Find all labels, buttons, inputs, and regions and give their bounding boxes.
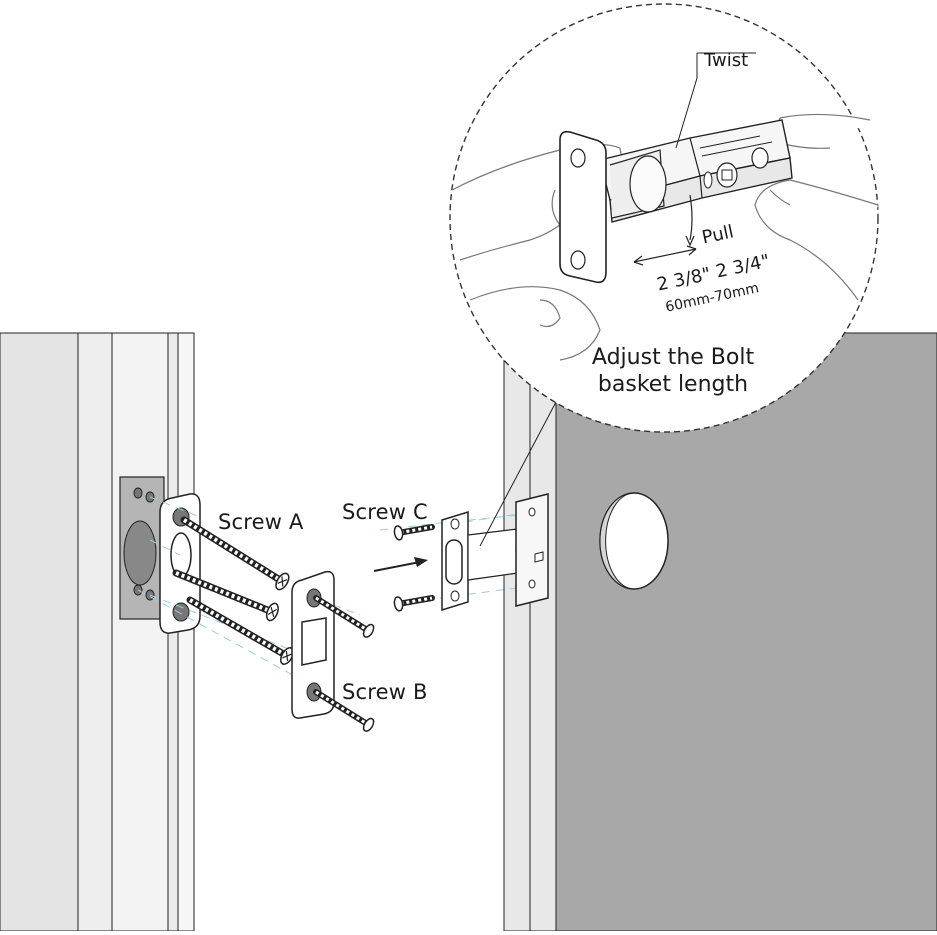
zoom-leader-line xyxy=(479,401,557,547)
screw-b-group xyxy=(313,595,375,732)
zoom-caption: Adjust the Bolt basket length xyxy=(584,344,762,398)
twist-label: Twist xyxy=(704,50,749,71)
zoom-face-plate xyxy=(559,130,607,284)
door-face xyxy=(555,332,937,932)
face-plate xyxy=(291,570,335,719)
insert-arrow xyxy=(373,557,428,572)
latch-body xyxy=(599,119,793,223)
zoom-caption-line1: Adjust the Bolt xyxy=(591,345,755,370)
screw-c-label: Screw C xyxy=(342,500,428,524)
screw-c-group xyxy=(393,524,435,612)
door-mortise-plate xyxy=(515,493,549,607)
screw-a-label: Screw A xyxy=(218,510,304,534)
zoom-detail xyxy=(449,3,879,433)
zoom-caption-line2: basket length xyxy=(597,372,749,397)
strike-mortise xyxy=(119,476,165,620)
door-edge xyxy=(503,332,557,932)
screw-a-group xyxy=(172,516,294,665)
latch-face-plate xyxy=(441,510,469,612)
screw-b-label: Screw B xyxy=(342,680,428,704)
